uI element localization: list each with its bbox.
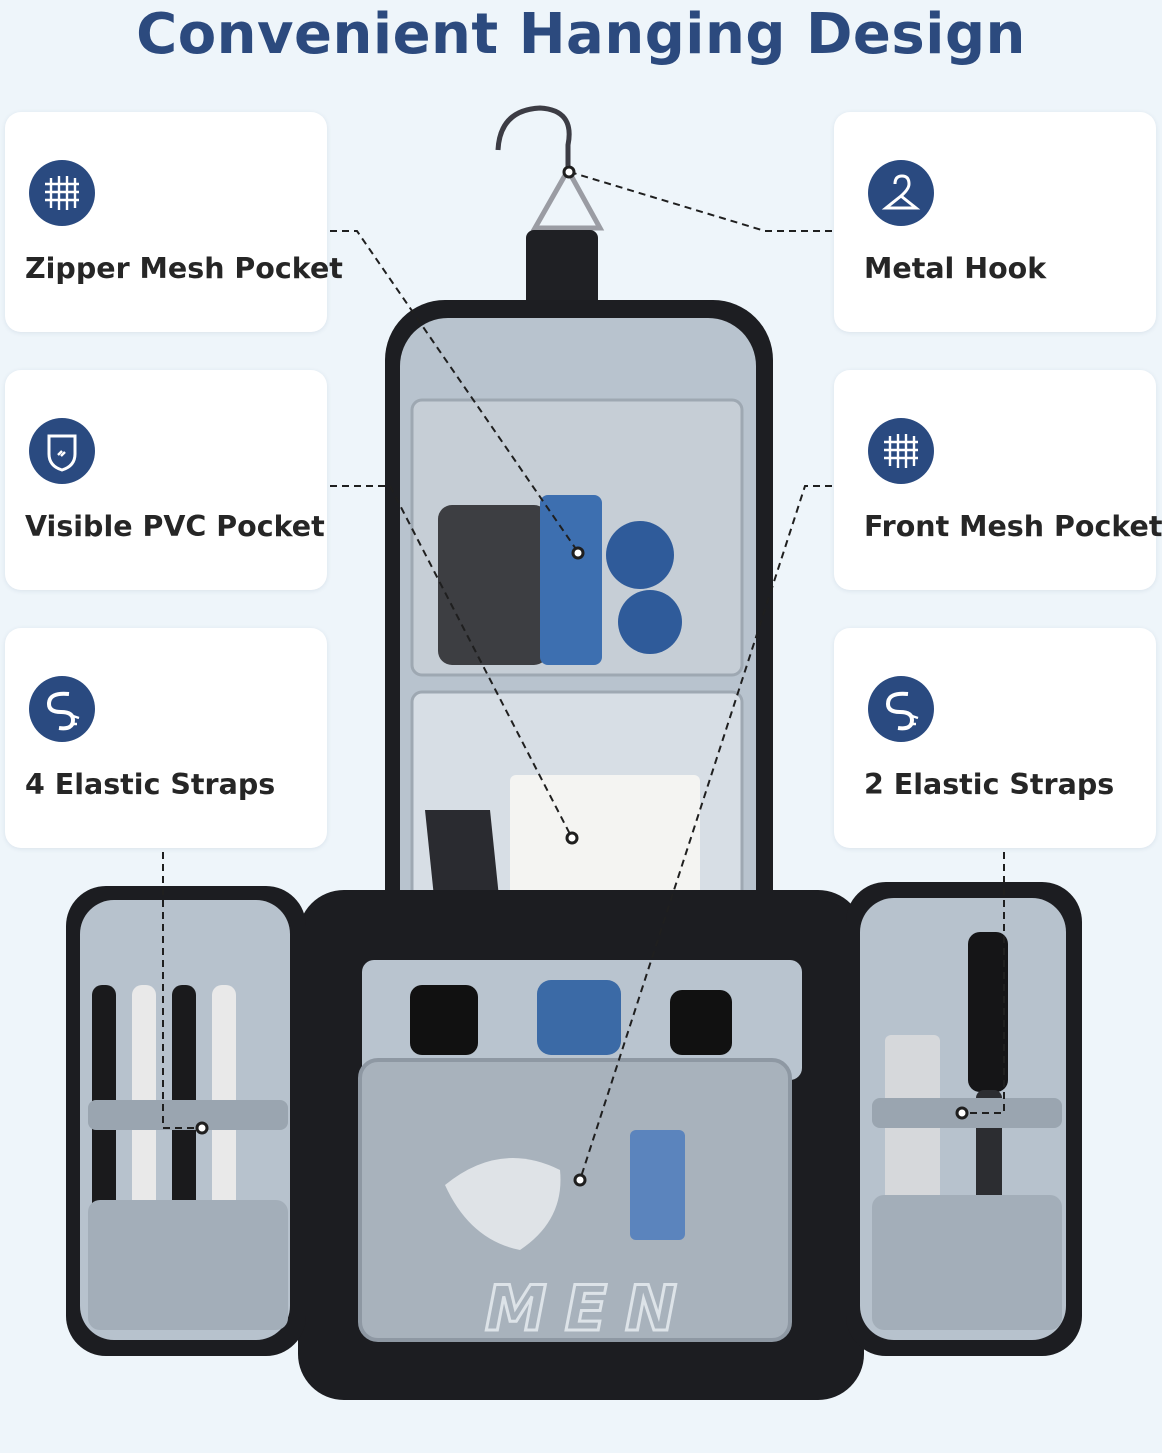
feature-card-zipper-mesh-pocket: Zipper Mesh Pocket — [5, 112, 343, 332]
men-print: MEN — [485, 1272, 695, 1345]
feature-label: Zipper Mesh Pocket — [25, 252, 343, 285]
feature-label: Metal Hook — [864, 252, 1047, 285]
feature-card-visible-pvc-pocket: Visible PVC Pocket — [5, 370, 327, 590]
mesh-grid-icon — [868, 418, 934, 484]
feature-label: 2 Elastic Straps — [864, 768, 1115, 801]
page-title: Convenient Hanging Design — [136, 2, 1026, 67]
hanger-hook-icon — [868, 160, 934, 226]
elastic-strap-icon — [868, 676, 934, 742]
feature-label: Visible PVC Pocket — [25, 510, 325, 543]
feature-card-metal-hook: Metal Hook — [834, 112, 1156, 332]
feature-label: Front Mesh Pocket — [864, 510, 1162, 543]
mesh-grid-icon — [29, 160, 95, 226]
feature-card-4-elastic-straps: 4 Elastic Straps — [5, 628, 327, 848]
shield-pocket-icon — [29, 418, 95, 484]
feature-label: 4 Elastic Straps — [25, 768, 276, 801]
feature-card-front-mesh-pocket: Front Mesh Pocket — [834, 370, 1162, 590]
elastic-strap-icon — [29, 676, 95, 742]
feature-card-2-elastic-straps: 2 Elastic Straps — [834, 628, 1156, 848]
